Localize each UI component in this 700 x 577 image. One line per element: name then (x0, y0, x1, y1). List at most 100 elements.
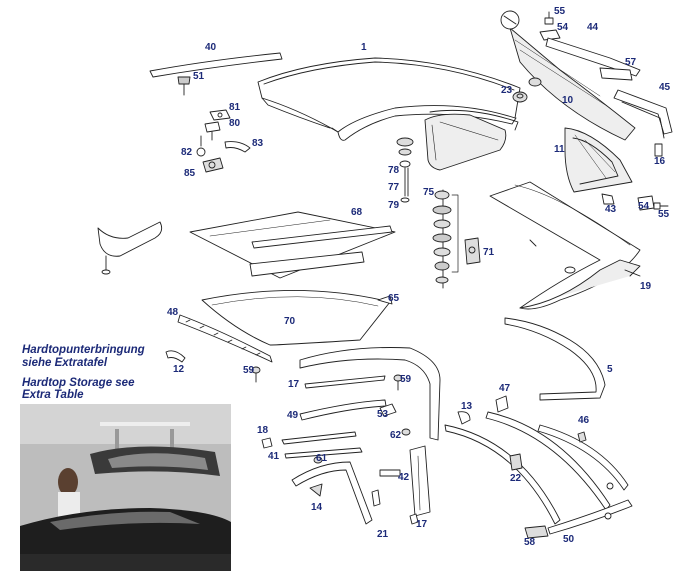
part-65-clip (377, 295, 393, 305)
part-43-clip (601, 193, 615, 205)
part-83-handle (224, 141, 251, 153)
part-59-screw-left (251, 366, 261, 383)
label-part-46: 46 (578, 415, 590, 426)
label-part-82: 82 (181, 147, 193, 158)
label-part-59-a: 59 (243, 365, 255, 376)
label-part-83: 83 (252, 138, 264, 149)
label-part-55-a: 55 (554, 6, 566, 17)
label-part-49: 49 (287, 410, 299, 421)
part-21-bracket (371, 489, 381, 507)
label-part-40: 40 (205, 42, 217, 53)
part-end-clip (604, 482, 614, 520)
label-part-57: 57 (625, 57, 637, 68)
label-part-1: 1 (361, 42, 367, 53)
part-68-headliner-panel (189, 211, 396, 279)
label-part-11: 11 (554, 144, 565, 155)
label-part-16: 16 (654, 156, 666, 167)
label-part-17-a: 17 (288, 379, 300, 390)
label-part-10: 10 (562, 95, 574, 106)
label-part-47: 47 (499, 383, 511, 394)
part-23-grommet-b (528, 77, 542, 87)
part-75-bushing-stack (432, 189, 459, 289)
part-14-pillar (291, 461, 373, 525)
label-part-51: 51 (193, 71, 205, 82)
part-42-post (379, 445, 431, 517)
label-part-79: 79 (388, 200, 400, 211)
part-70-headliner (201, 290, 391, 346)
part-50-sill-strip (547, 499, 633, 535)
label-part-43: 43 (605, 204, 617, 215)
part-22-clip (509, 453, 523, 471)
part-55-screw-top (544, 11, 554, 25)
label-part-17-b: 17 (416, 519, 428, 530)
part-45-long-seal (613, 89, 673, 139)
part-58-cap (524, 525, 549, 539)
part-47-bracket (495, 395, 509, 413)
part-12-bracket (165, 350, 186, 363)
part-71-lock (464, 237, 481, 265)
label-part-44: 44 (587, 22, 599, 33)
label-part-59-b: 59 (400, 374, 412, 385)
hardtop-storage-photo (20, 404, 231, 571)
part-17-49-trim-group (281, 347, 441, 464)
part-51-clip (177, 76, 191, 96)
label-part-41: 41 (268, 451, 280, 462)
label-part-13: 13 (461, 401, 473, 412)
label-part-21: 21 (377, 529, 389, 540)
label-part-81: 81 (229, 102, 241, 113)
part-17-end (409, 513, 419, 525)
label-part-68: 68 (351, 207, 363, 218)
part-55-screw (653, 202, 669, 210)
part-curved-seal-b (485, 411, 611, 511)
part-19-rear-panel (489, 181, 641, 310)
label-part-65: 65 (388, 293, 400, 304)
part-44-seal-strip (545, 37, 641, 77)
label-part-54-b: 54 (638, 201, 650, 212)
caption-de-line1: Hardtopunterbringung (22, 344, 145, 356)
label-part-48: 48 (167, 307, 179, 318)
part-48-front-seal (177, 314, 273, 363)
label-part-50: 50 (563, 534, 575, 545)
caption-de-line2: siehe Extratafel (22, 357, 108, 369)
garage-scene-illustration (20, 404, 231, 571)
label-part-14: 14 (311, 502, 323, 513)
caption-en-line2: Extra Table (22, 389, 84, 401)
label-part-42: 42 (398, 472, 410, 483)
part-57-cap (599, 67, 633, 81)
label-part-54-a: 54 (557, 22, 569, 33)
part-81-plate (209, 109, 231, 121)
label-part-77: 77 (388, 182, 400, 193)
part-82-washer (196, 135, 206, 157)
label-part-70: 70 (284, 316, 296, 327)
part-13-clip (457, 411, 471, 425)
part-curved-seal-a (444, 424, 561, 525)
part-roof-bracket (97, 221, 163, 275)
label-part-61: 61 (316, 453, 328, 464)
label-part-55-b: 55 (658, 209, 670, 220)
label-part-22: 22 (510, 473, 522, 484)
label-part-53: 53 (377, 409, 389, 420)
label-part-18: 18 (257, 425, 269, 436)
part-16-end-piece (654, 143, 663, 157)
part-46-seal (537, 424, 629, 491)
label-part-58: 58 (524, 537, 536, 548)
label-part-19: 19 (640, 281, 652, 292)
label-part-23: 23 (501, 85, 513, 96)
part-5-window-frame (504, 317, 606, 401)
label-part-78: 78 (388, 165, 400, 176)
label-part-62: 62 (390, 430, 402, 441)
part-11-quarter-window (564, 127, 633, 193)
part-23-grommet (512, 91, 528, 103)
label-part-12: 12 (173, 364, 185, 375)
part-54-bracket-top (539, 29, 561, 41)
label-part-71: 71 (483, 247, 495, 258)
hardtop-rear-window (424, 113, 507, 171)
label-part-75: 75 (423, 187, 435, 198)
part-18-clip (261, 437, 273, 449)
caption-en-line1: Hardtop Storage see (22, 377, 135, 389)
label-part-5: 5 (607, 364, 613, 375)
part-80-bolt (204, 121, 221, 141)
part-40-trim-strip (149, 52, 283, 78)
